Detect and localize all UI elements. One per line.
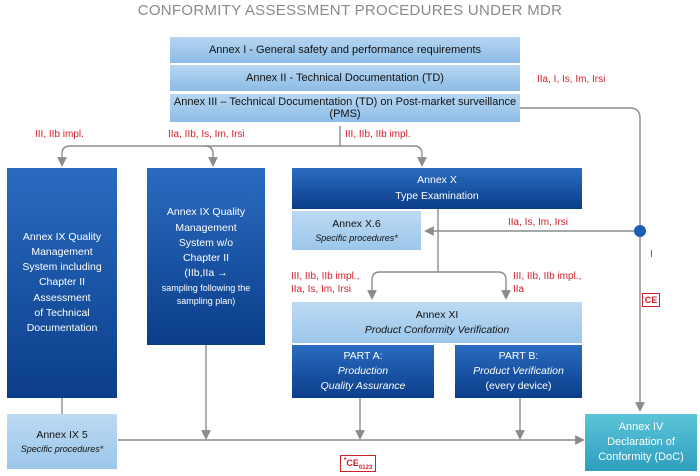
annex-11-left-classes-line: IIa, Is, Im, Irsi bbox=[291, 284, 352, 295]
annex-4-line: Conformity (DoC) bbox=[598, 450, 684, 463]
classes-top-right: IIa, I, Is, Im, Irsi bbox=[537, 74, 606, 85]
annex-9-5-title: Annex IX 5 bbox=[36, 429, 88, 442]
branch-label-left: III, IIb impl. bbox=[35, 129, 84, 140]
annex-10-6-title: Annex X.6 bbox=[332, 218, 381, 231]
branch-line-right bbox=[340, 145, 427, 167]
annex-9-5-subtitle: Specific procedures* bbox=[20, 443, 104, 454]
annex-9a-line: Chapter II bbox=[38, 276, 86, 289]
annex-10-type-examination-box: Annex X Type Examination bbox=[292, 168, 582, 209]
annex-11-right-classes-line: III, IIb, IIb impl., bbox=[513, 271, 582, 282]
branch-line bbox=[57, 126, 341, 167]
annex-1-box: Annex I - General safety and performance… bbox=[170, 37, 520, 63]
annex-9b-small-line: sampling plan) bbox=[176, 295, 236, 306]
annex-9-5-box: Annex IX 5 Specific procedures* bbox=[7, 414, 117, 469]
annex-11-box: Annex XI Product Conformity Verification bbox=[292, 302, 582, 343]
annex-9a-line: Assessment bbox=[33, 291, 91, 304]
annex-10-subtitle: Type Examination bbox=[395, 189, 479, 202]
annex-9b-line: Annex IX Quality bbox=[166, 206, 246, 219]
annex-4-title: Annex IV bbox=[618, 421, 664, 434]
annex-9b-line: Management bbox=[175, 221, 237, 234]
part-b-title: PART B: bbox=[498, 349, 539, 362]
annex-9a-line: Documentation bbox=[26, 322, 98, 335]
annex-9a-line: System including bbox=[22, 261, 102, 274]
diagram-title: CONFORMITY ASSESSMENT PROCEDURES UNDER M… bbox=[137, 2, 563, 19]
annex-11-right-classes: III, IIb, IIb impl., IIa bbox=[513, 270, 581, 296]
annex-9-qms-with-chapter-2-box: Annex IX Quality Management System inclu… bbox=[7, 168, 117, 398]
annex-10-6-box: Annex X.6 Specific procedures* bbox=[292, 211, 421, 250]
annex-2-box: Annex II - Technical Documentation (TD) bbox=[170, 65, 520, 91]
annex-10-title: Annex X bbox=[417, 174, 457, 187]
part-b-line: Product Verification bbox=[473, 364, 564, 377]
annex-9a-line: of Technical bbox=[34, 306, 90, 319]
right-vertical-line bbox=[520, 107, 645, 412]
annex-4-line: Declaration of bbox=[607, 436, 675, 449]
annex-9-qms-without-chapter-2-box: Annex IX Quality Management System w/o C… bbox=[147, 168, 265, 345]
annex-10-6-subtitle: Specific procedures* bbox=[315, 232, 398, 243]
annex-3-box: Annex III – Technical Documentation (TD)… bbox=[170, 94, 520, 122]
annex-11-subtitle: Product Conformity Verification bbox=[364, 323, 510, 336]
annex-9b-small-line: sampling following the bbox=[161, 282, 251, 293]
part-a-line: Quality Assurance bbox=[320, 380, 406, 393]
class-i-label: I bbox=[650, 249, 653, 260]
ce-nb-mark: *CE0123 bbox=[343, 456, 373, 471]
annex-9b-line: Chapter II bbox=[182, 252, 230, 265]
annex-9a-line: Annex IX Quality bbox=[22, 230, 102, 243]
ce-mark-badge: CE bbox=[642, 293, 660, 307]
part-a-line: Production bbox=[337, 364, 389, 377]
part-b-line: (every device) bbox=[485, 380, 552, 393]
annex-11-left-classes-line: III, IIb, IIb impl., bbox=[291, 271, 360, 282]
part-a-title: PART A: bbox=[343, 349, 383, 362]
branch-line-middle bbox=[204, 145, 218, 167]
branch-label-right: III, IIb, IIb impl. bbox=[345, 129, 411, 140]
annex-11-left-classes: III, IIb, IIb impl., IIa, Is, Im, Irsi bbox=[291, 270, 359, 296]
split-left-line bbox=[367, 271, 438, 300]
annex-4-doc-box: Annex IV Declaration of Conformity (DoC) bbox=[585, 414, 697, 471]
ce-notified-body-badge: *CE0123 bbox=[340, 455, 376, 472]
part-a-box: PART A: Production Quality Assurance bbox=[292, 345, 434, 398]
part-b-box: PART B: Product Verification (every devi… bbox=[455, 345, 582, 398]
junction-dot bbox=[634, 225, 646, 237]
branch-label-middle: IIa, IIb, Is, Im, Irsi bbox=[168, 129, 245, 140]
annex-11-right-classes-line: IIa bbox=[513, 284, 525, 295]
annex-9a-line: Management bbox=[31, 245, 93, 258]
annex-11-title: Annex XI bbox=[415, 309, 459, 322]
classes-to-annex-x6: IIa, Is, Im, Irsi bbox=[508, 217, 569, 228]
annex-9b-line: System w/o bbox=[178, 236, 234, 249]
annex-9b-line: (IIb,IIa → bbox=[184, 267, 228, 280]
split-right-line bbox=[438, 271, 511, 300]
